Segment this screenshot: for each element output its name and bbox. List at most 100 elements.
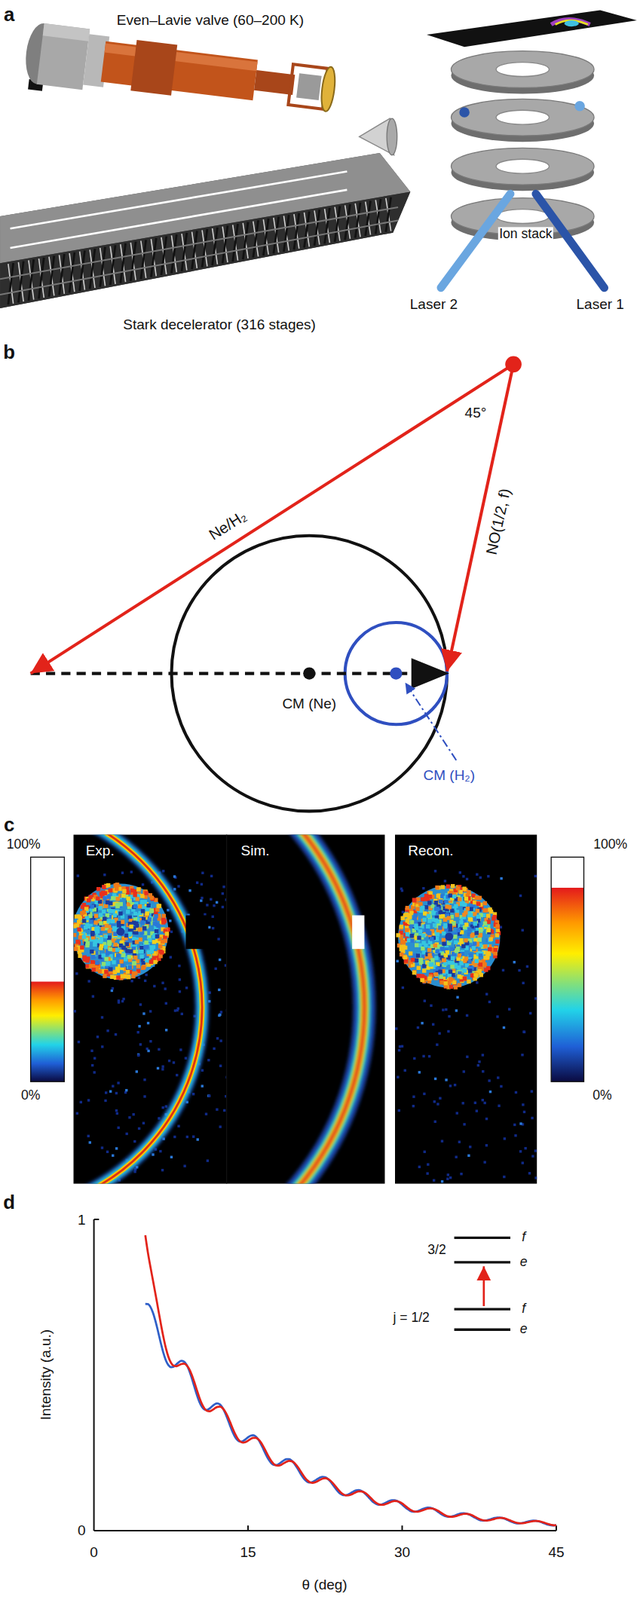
disc-pixel: [139, 954, 144, 959]
plate-hole: [496, 159, 549, 174]
disc-pixel: [137, 904, 142, 909]
laser-label: Laser 2: [409, 296, 459, 313]
electrode: [202, 229, 208, 267]
disc-pixel: [402, 955, 407, 959]
disc-pixel: [107, 941, 112, 946]
disc-pixel: [422, 950, 426, 955]
noise-pixel: [449, 1176, 452, 1179]
ion-optic-plate: [450, 147, 595, 191]
disc-pixel: [127, 955, 132, 959]
disc-pixel: [86, 898, 91, 903]
noise-pixel: [221, 906, 224, 909]
noise-pixel: [173, 1136, 176, 1139]
plate-face: [450, 51, 595, 89]
level-label: e: [519, 1255, 529, 1270]
disc-pixel: [140, 900, 144, 904]
disc-pixel: [94, 961, 99, 966]
noise-pixel: [475, 981, 478, 984]
disc-pixel: [150, 908, 154, 913]
noise-pixel: [502, 1175, 506, 1179]
disc-pixel: [457, 897, 462, 902]
noise-pixel: [79, 1101, 83, 1104]
noise-pixel: [455, 1156, 458, 1159]
noise-pixel: [115, 1109, 118, 1112]
noise-pixel: [436, 1102, 439, 1106]
noise-pixel: [534, 997, 537, 1000]
noise-pixel: [481, 1099, 484, 1102]
noise-pixel: [441, 1008, 445, 1011]
disc-pixel: [477, 937, 481, 942]
noise-pixel: [526, 965, 529, 968]
noise-pixel: [435, 1043, 438, 1046]
noise-pixel: [429, 1004, 432, 1008]
disc-pixel: [155, 934, 160, 939]
disc-pixel: [474, 896, 479, 901]
disc-pixel: [458, 890, 463, 895]
beam-mask: [185, 915, 209, 950]
disc-pixel: [454, 912, 459, 917]
disc-pixel: [146, 950, 151, 955]
noise-pixel: [215, 1108, 218, 1111]
noise-pixel: [185, 986, 188, 990]
disc-pixel: [404, 959, 408, 964]
disc-pixel: [456, 886, 460, 891]
disc-pixel: [486, 928, 490, 933]
disc-pixel: [121, 953, 126, 958]
disc-pixel: [162, 939, 167, 944]
disc-pixel: [493, 948, 497, 953]
electrode: [38, 257, 44, 299]
disc-pixel: [161, 918, 166, 922]
noise-pixel: [431, 1023, 435, 1026]
noise-pixel: [201, 872, 204, 875]
noise-pixel: [114, 1033, 117, 1036]
disc-pixel: [425, 930, 430, 934]
electrode-rod: [0, 220, 399, 295]
noise-pixel: [221, 892, 224, 895]
noise-pixel: [433, 1100, 436, 1103]
disc-pixel: [124, 933, 129, 938]
disc-pixel: [91, 967, 95, 972]
noise-pixel: [447, 1030, 450, 1033]
disc-pixel: [438, 974, 443, 979]
disc-pixel: [418, 902, 423, 907]
disc-pixel: [116, 975, 120, 980]
disc-pixel: [102, 884, 107, 889]
noise-pixel: [423, 999, 426, 1002]
electrode: [283, 214, 289, 252]
noise-pixel: [412, 1096, 415, 1099]
disc-pixel: [75, 940, 80, 944]
disc-pixel: [119, 943, 123, 948]
noise-pixel: [395, 1027, 398, 1030]
disc-pixel: [447, 894, 452, 898]
disc-pixel: [441, 958, 446, 962]
electrode: [263, 218, 269, 256]
disc-pixel: [405, 906, 410, 910]
disc-pixel: [110, 909, 115, 913]
disc-pixel: [90, 960, 95, 965]
disc-pixel: [407, 938, 411, 943]
noise-pixel: [207, 1059, 210, 1062]
noise-pixel: [168, 919, 172, 922]
disc-pixel: [101, 884, 106, 889]
disc-pixel: [115, 897, 120, 901]
noise-pixel: [121, 871, 124, 874]
electrode: [100, 247, 106, 288]
noise-pixel: [110, 989, 114, 993]
noise-pixel: [523, 1031, 526, 1034]
scattering-ring: [226, 835, 365, 1185]
noise-pixel: [106, 1151, 109, 1154]
disc-pixel: [133, 955, 138, 960]
disc-pixel: [107, 888, 112, 893]
noise-pixel: [531, 1154, 534, 1158]
disc-pixel: [414, 926, 419, 931]
plate-hole: [496, 209, 549, 224]
disc-pixel: [404, 927, 409, 932]
disc-pixel: [453, 934, 457, 939]
valve-label: Even–Lavie valve (60–200 K): [116, 12, 305, 29]
disc-pixel: [75, 923, 80, 928]
disc-pixel: [435, 932, 440, 937]
noise-pixel: [106, 1029, 109, 1032]
noise-pixel: [166, 909, 169, 912]
noise-pixel: [496, 1076, 500, 1079]
velocity-vector: [447, 364, 514, 672]
